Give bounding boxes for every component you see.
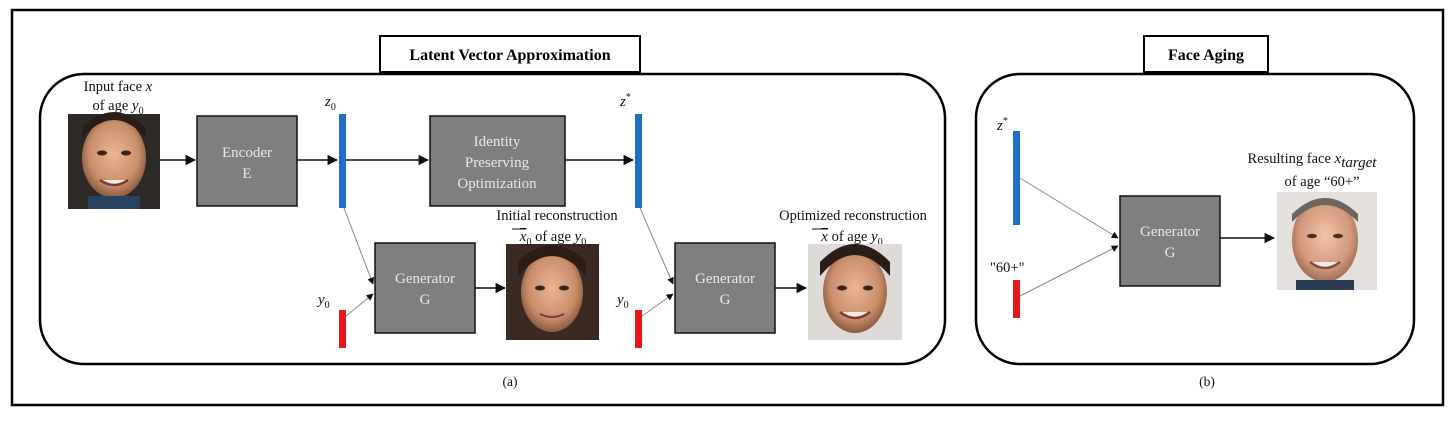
result-face-image [1277, 192, 1377, 290]
input-age-label: of age y0 [92, 98, 143, 117]
y0-label-1: y0 [316, 292, 330, 311]
panel-b-title: Face Aging [1168, 47, 1244, 64]
result-face-label: Resulting face xtarget [1248, 151, 1378, 171]
initial-reconstruction-label: Initial reconstruction [496, 208, 618, 224]
encoder-block [196, 115, 298, 207]
panel-a: Latent Vector Approximation Input face x… [38, 35, 947, 389]
generator-1-symbol: G [420, 292, 431, 308]
age-bar-y0-2 [635, 310, 642, 348]
optimized-reconstruction-label: Optimized reconstruction [779, 208, 928, 224]
encoder-symbol: E [242, 166, 251, 182]
panel-b-title-box [1143, 35, 1269, 73]
generator-2-symbol: G [720, 292, 731, 308]
age-bar-y0-1 [339, 310, 346, 348]
latent-bar-zstar-b [1013, 131, 1020, 225]
ipo-line-2: Preserving [465, 155, 530, 171]
generator-b-symbol: G [1165, 245, 1176, 261]
panel-a-title-box [379, 35, 641, 73]
encoder-label: Encoder [222, 145, 272, 161]
latent-bar-zstar [635, 114, 642, 208]
arrow-y0-to-generator-2 [641, 293, 674, 317]
figure-frame [10, 8, 1445, 407]
age-bar-60plus [1013, 280, 1020, 318]
latent-bar-z0 [339, 114, 346, 208]
generator-1-label: Generator [395, 271, 455, 287]
optimized-reconstruction-age-label: x of age y0 [820, 229, 882, 248]
optimized-reconstruction-image [808, 244, 902, 340]
arrow-z0-to-generator-1 [343, 207, 375, 285]
arrow-60plus-to-generator-b [1019, 245, 1119, 297]
generator-block-1 [374, 242, 476, 334]
panel-b-frame [974, 72, 1416, 366]
arrow-zstar-to-generator-2 [639, 207, 674, 285]
z0-label: z0 [324, 94, 336, 113]
input-face-image [68, 112, 160, 209]
initial-reconstruction-age-label: x0 of age y0 [519, 229, 586, 248]
zstar-label-b: z* [996, 116, 1008, 134]
zstar-label: z* [619, 92, 631, 110]
initial-reconstruction-image [506, 244, 599, 340]
arrow-zstar-to-generator-b [1019, 177, 1119, 239]
age-condition-label: "60+" [990, 260, 1025, 276]
arrow-y0-to-generator-1 [345, 293, 374, 317]
y0-label-2: y0 [615, 292, 629, 311]
result-age-label: of age “60+” [1285, 174, 1360, 190]
generator-2-label: Generator [695, 271, 755, 287]
generator-block-2 [674, 242, 776, 334]
input-face-label: Input face x [84, 79, 153, 95]
ipo-line-3: Optimization [457, 176, 537, 192]
ipo-line-1: Identity [474, 134, 521, 150]
generator-block-b [1119, 195, 1221, 287]
generator-b-label: Generator [1140, 224, 1200, 240]
panel-a-title: Latent Vector Approximation [409, 47, 610, 64]
identity-optimization-block [429, 115, 566, 207]
panel-b: Face Aging z* "60+" Generator G Resultin… [974, 35, 1416, 389]
panel-b-caption: (b) [1199, 374, 1215, 389]
panel-a-caption: (a) [503, 374, 518, 389]
panel-a-frame [38, 72, 947, 366]
